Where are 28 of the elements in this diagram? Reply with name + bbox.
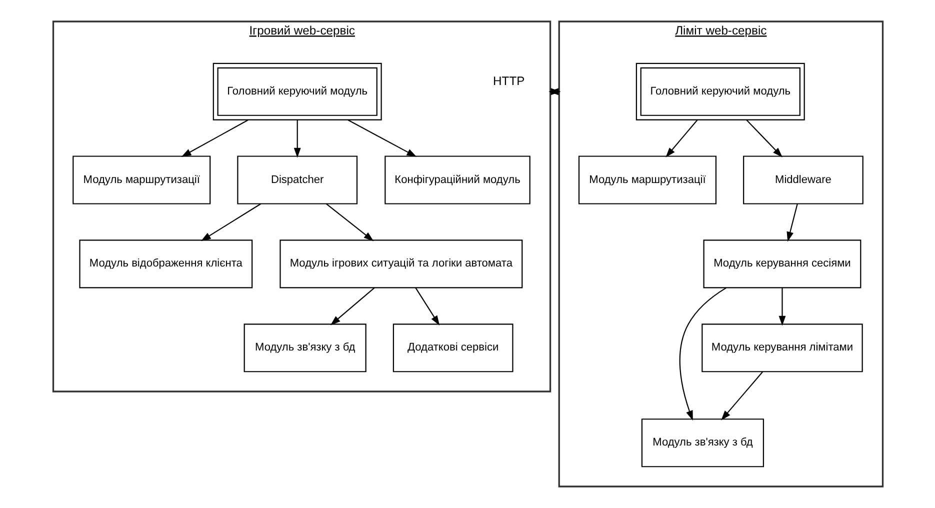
arrow (180, 120, 248, 157)
node-box: Модуль ігрових ситуацій та логіки автомата (279, 240, 522, 288)
node-box: Модуль керування лімітами (701, 324, 862, 372)
arrow (786, 204, 798, 242)
node-box: Модуль керування сесіями (702, 240, 861, 288)
arrow (347, 120, 416, 157)
arrow (778, 288, 786, 326)
arrow (293, 120, 300, 158)
arrow (720, 372, 762, 420)
node-box: Модуль маршрутизації (578, 156, 716, 204)
node-box: Головний керуючий модуль (635, 62, 804, 120)
node-box: Головний керуючий модуль (212, 62, 382, 120)
edge-label: HTTP (492, 74, 524, 88)
node-box: Модуль відображення клієнта (78, 240, 252, 288)
arrow (200, 203, 261, 242)
arrow (330, 287, 374, 326)
node-box: Dispatcher (236, 156, 358, 204)
node-box: Конфігураційний модуль (384, 156, 530, 204)
arrow (678, 287, 726, 421)
arrow (414, 288, 440, 326)
arrow (325, 203, 374, 242)
arrow (665, 120, 698, 158)
node-box: Додаткові сервіси (392, 324, 513, 372)
node-box: Модуль маршрутизації (72, 156, 210, 204)
arrow (746, 120, 782, 158)
node-box: Модуль зв'язку з бд (243, 324, 366, 372)
node-box: Middleware (742, 156, 863, 204)
node-box: Модуль зв'язку з бд (640, 418, 764, 468)
